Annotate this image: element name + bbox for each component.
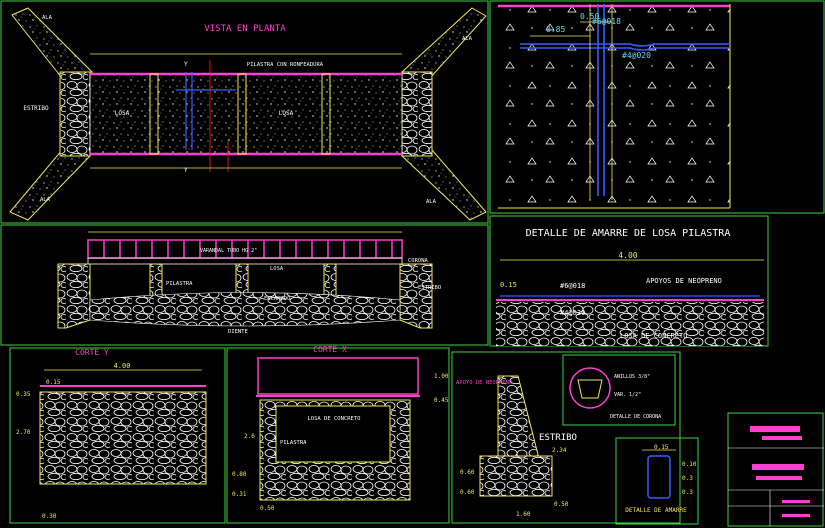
corte-y: CORTE Y 4.00 0.15 0.35 2.70 0.30 — [16, 348, 207, 520]
estribo-height: 2.34 — [552, 447, 567, 454]
corte-y-dim-bottom: 0.30 — [42, 513, 57, 520]
corte-y-width: 4.00 — [114, 362, 131, 370]
corte-x-rail-h: 1.00 — [434, 373, 449, 380]
estribo-ring-b: VAR. 1/2" — [614, 392, 641, 398]
amarre-neoprene: APOYOS DE NEOPRENO — [646, 277, 722, 285]
elev-crown: CORONA — [408, 258, 429, 264]
corte-x-pilaster: PILASTRA — [280, 440, 307, 446]
estribo-dim-c: 0.50 — [554, 501, 569, 508]
amarre-bar-b: #4@020 — [560, 309, 585, 317]
plan-slab-right: LOSA — [279, 110, 294, 117]
corte-x-height: 2.6 — [244, 433, 255, 440]
estribo-base: 1.60 — [516, 511, 531, 518]
corte-x-deck-h: 0.45 — [434, 397, 449, 404]
plan-abutment: ESTRIBO — [23, 105, 49, 112]
amarre-concrete-slab: LOSA DE CONCRETO — [620, 332, 687, 340]
amarre-bar-a: #6@018 — [560, 282, 585, 290]
corte-x-slab: LOSA DE CONCRETO — [308, 416, 361, 422]
elev-dent: DIENTE — [228, 329, 248, 335]
elev-slab: LOSA — [270, 266, 284, 272]
elev-abutment: ESTRIBO — [418, 285, 441, 291]
amarre-dim-width: 4.00 — [618, 251, 637, 260]
estribo-ring-a: ANILLOS 3/8" — [614, 374, 650, 380]
amarre2-title: DETALLE DE AMARRE — [625, 507, 687, 514]
estribo-dim-b: 0.60 — [460, 489, 475, 496]
corte-y-side-dim: 0.35 — [16, 391, 31, 398]
amarre2-dim-a: 0.10 — [682, 461, 697, 468]
detail-bar-a: #6@018 — [592, 17, 621, 26]
title-block — [728, 426, 824, 526]
amarre-title: DETALLE DE AMARRE DE LOSA PILASTRA — [526, 228, 731, 239]
amarre-dim-side: 0.15 — [500, 281, 517, 289]
estribo-neoprene: APOYO DE NEOPRENO — [456, 380, 512, 386]
plan-view: VISTA EN PLANTA PILASTRA CON RONFEADURA … — [9, 7, 487, 221]
corte-y-height: 2.70 — [16, 429, 31, 436]
corte-x: CORTE X 1.00 0.45 2.6 LOSA DE CONCRETO P… — [232, 345, 449, 512]
detail-dim-a: 0.50 — [580, 12, 599, 21]
corte-x-dim-2: 0.31 — [232, 491, 247, 498]
detalle-amarre: 0.15 0.10 0.3 0.3 DETALLE DE AMARRE — [625, 444, 697, 514]
rebar-detail: 0.50 0.85 #6@018 #4@020 — [498, 4, 731, 209]
plan-axis-top: Y — [184, 61, 188, 68]
amarre2-dim-c: 0.3 — [682, 489, 693, 496]
elev-formwork: ENCAMADO — [264, 296, 291, 302]
amarre-detail: DETALLE DE AMARRE DE LOSA PILASTRA 4.00 … — [496, 228, 764, 346]
plan-axis-bottom: Y — [184, 167, 188, 174]
plan-slab-left: LOSA — [115, 110, 130, 117]
amarre2-dim-b: 0.3 — [682, 475, 693, 482]
elevation-view: VARANDAL TUBO HG 2" PILASTRA LOSA CORONA… — [57, 231, 441, 335]
plan-wing-br: ALA — [426, 199, 437, 205]
plan-railing-label: PILASTRA CON RONFEADURA — [247, 62, 324, 68]
plan-title: VISTA EN PLANTA — [204, 24, 286, 34]
corte-x-title: CORTE X — [313, 345, 347, 354]
plan-wing-tr: ALA — [462, 36, 473, 42]
corte-x-dim-3: 0.50 — [260, 505, 275, 512]
detail-bar-b: #4@020 — [622, 51, 651, 60]
plan-wing-tl: ALA — [42, 15, 53, 21]
estribo-detail: APOYO DE NEOPRENO ESTRIBO 2.34 1.60 0.60… — [456, 367, 661, 518]
estribo-title: ESTRIBO — [539, 433, 577, 443]
estribo-crown-detail: DETALLE DE CORONA — [610, 414, 661, 420]
elev-railing-label: VARANDAL TUBO HG 2" — [200, 248, 257, 254]
elev-pilaster: PILASTRA — [166, 281, 193, 287]
detail-dim-b: 0.85 — [546, 25, 565, 34]
amarre2-dim-top: 0.15 — [654, 444, 669, 451]
plan-wing-bl: ALA — [40, 197, 51, 203]
corte-y-top-dim: 0.15 — [46, 379, 61, 386]
estribo-dim-a: 0.60 — [460, 469, 475, 476]
corte-y-title: CORTE Y — [75, 348, 109, 357]
corte-x-dim-1: 0.80 — [232, 471, 247, 478]
